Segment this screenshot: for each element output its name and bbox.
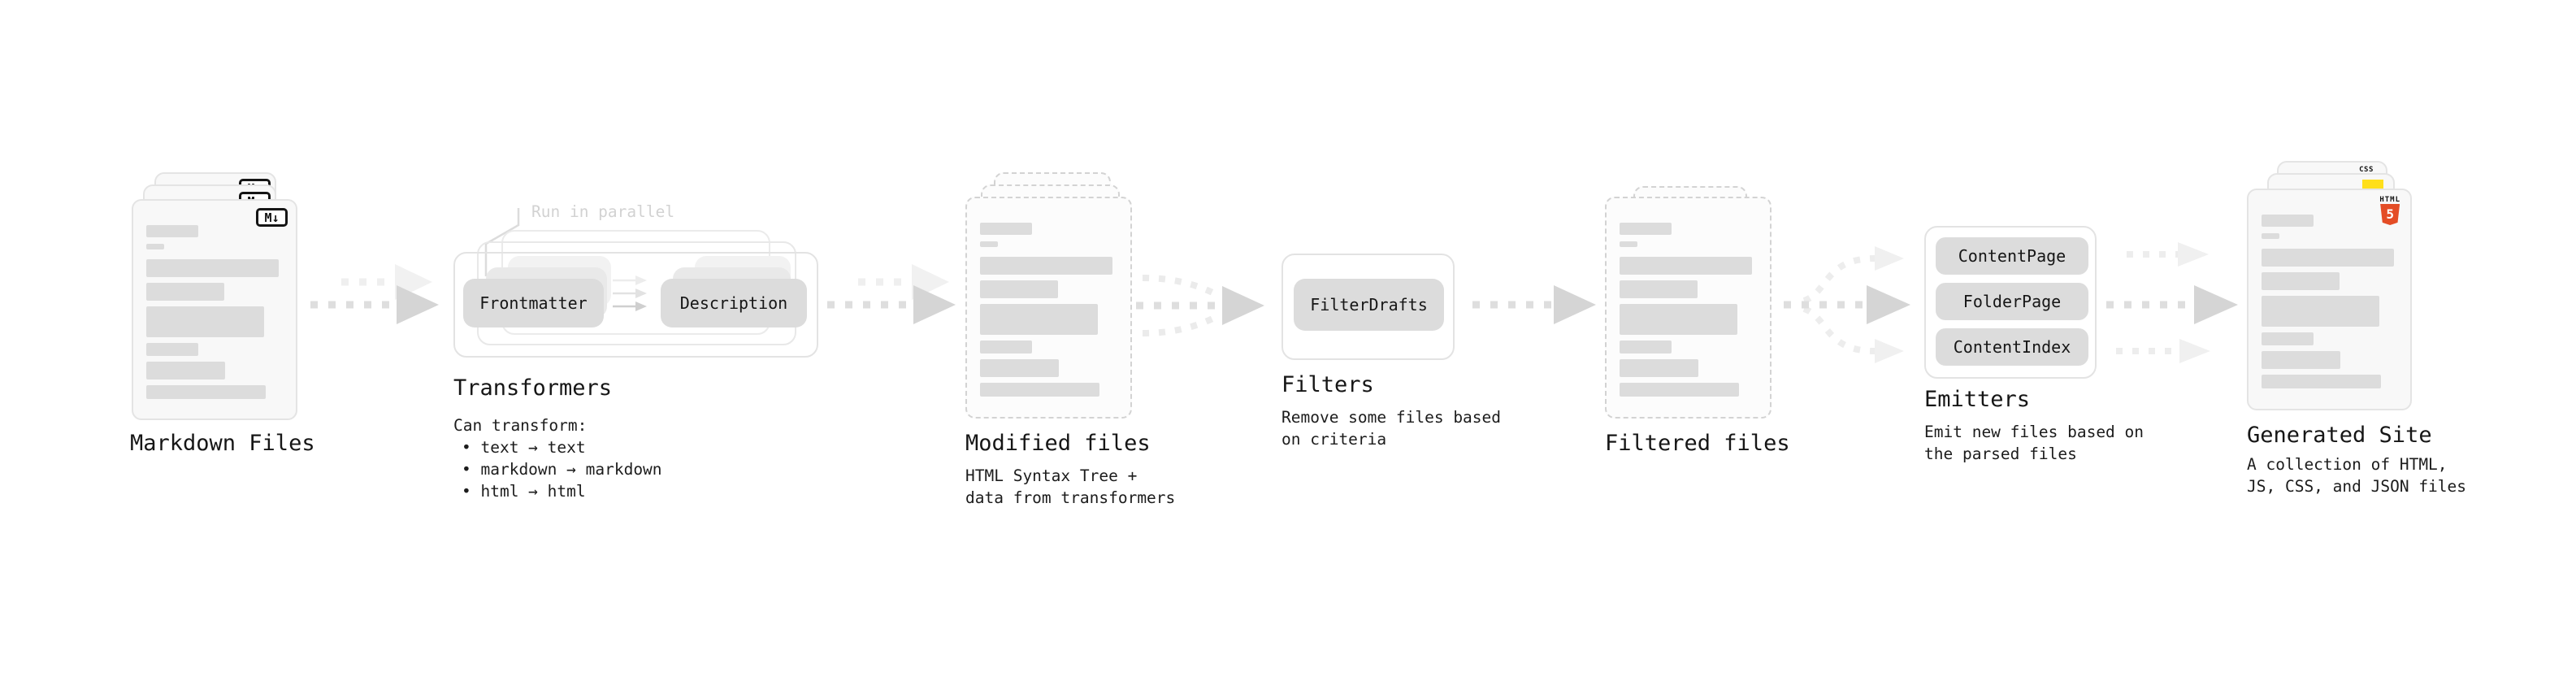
markdown-icon: M↓ [256, 208, 288, 227]
stage-title: Emitters [1924, 387, 2031, 412]
parallel-box-front [453, 252, 818, 358]
skeleton-text-bar [1620, 304, 1737, 335]
skeleton-text-bar [146, 343, 198, 356]
stage-title: Transformers [453, 375, 613, 401]
stage-title: Generated Site [2247, 423, 2432, 448]
arrow-markdown-to-transformers [310, 264, 439, 324]
html5-icon-shield: 5 [2380, 204, 2400, 225]
skeleton-text-bar [1620, 223, 1672, 235]
skeleton-text-bar [146, 306, 264, 337]
file-card-front [965, 197, 1132, 419]
stage-subtitle: A collection of HTML, [2247, 455, 2448, 474]
skeleton-text-bar [2262, 233, 2279, 239]
skeleton-text-bar [2262, 351, 2340, 369]
stage-title: Filters [1281, 372, 1374, 397]
skeleton-text-bar [146, 362, 225, 380]
transform-bullet: • markdown → markdown [462, 460, 662, 479]
skeleton-text-bar [980, 304, 1098, 335]
skeleton-text-bar [146, 385, 266, 399]
skeleton-text-bar [146, 244, 164, 249]
filter-drafts-chip: FilterDrafts [1294, 279, 1444, 331]
skeleton-text-bar [2262, 215, 2314, 227]
stage-subtitle: Emit new files based on [1924, 423, 2144, 441]
file-card-front [1605, 197, 1772, 419]
skeleton-text-bar [980, 359, 1059, 377]
filters-box [1281, 254, 1455, 360]
arrow-filters-to-filtered [1472, 285, 1596, 324]
transformer-description-chip: Description [661, 279, 807, 327]
skeleton-text-bar [1620, 280, 1698, 298]
skeleton-text-bar [980, 383, 1099, 397]
stage-subtitle: data from transformers [965, 488, 1176, 507]
stage-subtitle: the parsed files [1924, 445, 2077, 463]
emitters-box [1924, 226, 2097, 379]
stage-subtitle: Remove some files based [1281, 408, 1502, 427]
markdown-icon-label: M↓ [264, 210, 280, 225]
skeleton-text-bar [2262, 375, 2381, 388]
stage-subtitle: on criteria [1281, 430, 1387, 449]
skeleton-text-bar [2262, 332, 2314, 345]
stage-subtitle: JS, CSS, and JSON files [2247, 477, 2467, 496]
arrow-filtered-to-emitters [1784, 246, 1910, 363]
file-card-front: M↓ [132, 199, 297, 420]
emitter-folderpage-chip: FolderPage [1936, 283, 2088, 320]
skeleton-text-bar [980, 280, 1058, 298]
transformer-frontmatter-chip: Frontmatter [463, 279, 604, 327]
skeleton-text-bar [2262, 249, 2394, 267]
skeleton-text-bar [146, 225, 198, 237]
html5-icon-number: 5 [2386, 206, 2394, 222]
skeleton-text-bar [146, 283, 224, 301]
arrow-modified-to-filters [1136, 275, 1264, 336]
skeleton-text-bar [980, 257, 1112, 275]
skeleton-text-bar [1620, 241, 1637, 247]
skeleton-text-bar [980, 223, 1032, 235]
arrow-emitters-to-generated [2106, 242, 2238, 363]
transform-bullet: • html → html [462, 482, 586, 501]
skeleton-text-bar [2262, 272, 2340, 290]
skeleton-text-bar [980, 340, 1032, 354]
html5-icon: HTML 5 [2379, 196, 2400, 225]
skeleton-text-bar [1620, 359, 1698, 377]
stage-note-heading: Can transform: [453, 416, 588, 435]
chip-flow-arrows [613, 275, 647, 311]
stage-title: Modified files [965, 431, 1151, 456]
emitter-contentindex-chip: ContentIndex [1936, 328, 2088, 366]
skeleton-text-bar [146, 259, 279, 277]
file-card-front: HTML 5 [2247, 189, 2412, 410]
stage-subtitle: HTML Syntax Tree + [965, 466, 1138, 485]
skeleton-text-bar [980, 241, 998, 247]
skeleton-text-bar [1620, 340, 1672, 354]
arrow-transformers-to-modified [827, 264, 956, 324]
run-in-parallel-annotation: Run in parallel [531, 202, 675, 221]
stage-title: Filtered files [1605, 431, 1790, 456]
annotation-connector-line [484, 208, 520, 276]
emitter-contentpage-chip: ContentPage [1936, 237, 2088, 275]
skeleton-text-bar [1620, 383, 1739, 397]
html5-icon-label: HTML [2379, 196, 2400, 204]
transform-bullet: • text → text [462, 438, 586, 457]
skeleton-text-bar [2262, 296, 2379, 327]
css-icon-label: CSS [2359, 166, 2374, 174]
stage-title: Markdown Files [130, 431, 315, 456]
skeleton-text-bar [1620, 257, 1752, 275]
